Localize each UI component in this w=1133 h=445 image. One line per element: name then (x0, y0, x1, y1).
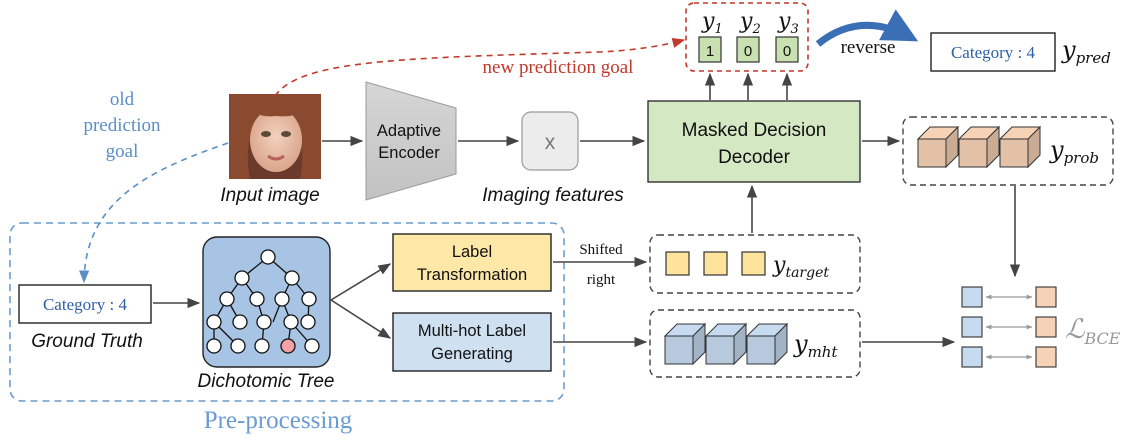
arrow-tree-to-multi-hot (330, 299, 392, 339)
output-y2-symbol: y2 (739, 9, 761, 37)
old-goal-dashed-arrow (79, 142, 229, 284)
prob-dashed-box (902, 116, 1114, 186)
output-bit-1-box (698, 36, 722, 63)
ground-truth-category-box (18, 284, 152, 324)
multi-hot-line1: Multi-hot Label (418, 322, 526, 340)
predicted-category-box (930, 32, 1056, 72)
ground-truth-category-text: Category : 4 (43, 295, 128, 314)
masked-decision-decoder-block (647, 100, 861, 183)
y-target-symbol: ytarget (772, 253, 829, 281)
label-transformation-line1: Label (452, 243, 492, 261)
target-token-2 (703, 251, 728, 276)
old-goal-line2: prediction (83, 115, 161, 136)
decoder-line1: Masked Decision (682, 120, 827, 141)
encoder-line2: Encoder (378, 144, 440, 162)
output-bit-3: 0 (783, 43, 791, 60)
target-token-1 (665, 251, 690, 276)
mht-dashed-box (649, 309, 861, 378)
mht-cube-1 (663, 322, 707, 366)
old-goal-line3: goal (106, 141, 139, 162)
decoder-line2: Decoder (718, 147, 790, 168)
label-transformation-line2: Transformation (417, 266, 527, 284)
multi-hot-line2: Generating (431, 345, 513, 363)
mht-cube-3 (745, 322, 789, 366)
label-transformation-block (392, 233, 552, 292)
preprocessing-label: Pre-processing (204, 407, 353, 434)
target-token-3 (741, 251, 766, 276)
reverse-label: reverse (841, 37, 896, 58)
arrow-tree-to-label-transformation (330, 263, 392, 301)
imaging-features-box (521, 111, 579, 171)
prob-cube-1 (916, 125, 960, 169)
new-goal-dashed-arrow (274, 37, 686, 97)
shifted-label: Shifted (579, 242, 623, 258)
y-pred-symbol: ypred (1061, 36, 1111, 67)
multi-hot-label-block (392, 312, 552, 372)
bce-loss-pairs (961, 286, 1057, 368)
y-mht-symbol: ymht (793, 330, 838, 361)
preprocessing-region (9, 222, 565, 402)
output-y1-symbol: y1 (701, 9, 723, 37)
imaging-features-label: Imaging features (482, 185, 624, 206)
mht-cubes (663, 322, 789, 366)
encoder-line1: Adaptive (377, 122, 441, 140)
output-bit-2: 0 (744, 43, 752, 60)
outputs-dashed-box (685, 2, 809, 72)
output-y3-symbol: y3 (777, 9, 799, 37)
prob-cube-2 (957, 125, 1001, 169)
input-image-label: Input image (220, 185, 319, 206)
adaptive-encoder-block (365, 81, 457, 201)
output-bit-3-box (775, 36, 799, 63)
reverse-arrow (815, 9, 919, 47)
dichotomic-tree-icon (202, 236, 331, 368)
new-prediction-goal-label: new prediction goal (483, 57, 634, 78)
prob-cube-3 (998, 125, 1042, 169)
right-label: right (587, 272, 616, 288)
old-goal-line1: old (110, 89, 135, 110)
dichotomic-tree-label: Dichotomic Tree (198, 371, 335, 392)
y-prob-symbol: yprob (1049, 136, 1099, 167)
output-bit-1: 1 (706, 43, 714, 60)
mht-cube-2 (704, 322, 748, 366)
ground-truth-label: Ground Truth (31, 331, 143, 352)
prob-cubes (916, 125, 1042, 169)
bce-loss-symbol: ℒBCE (1065, 314, 1121, 348)
face-photo-icon (229, 94, 321, 179)
output-bit-2-box (736, 36, 760, 63)
predicted-category-text: Category : 4 (951, 43, 1036, 62)
imaging-features-symbol: x (545, 131, 556, 154)
